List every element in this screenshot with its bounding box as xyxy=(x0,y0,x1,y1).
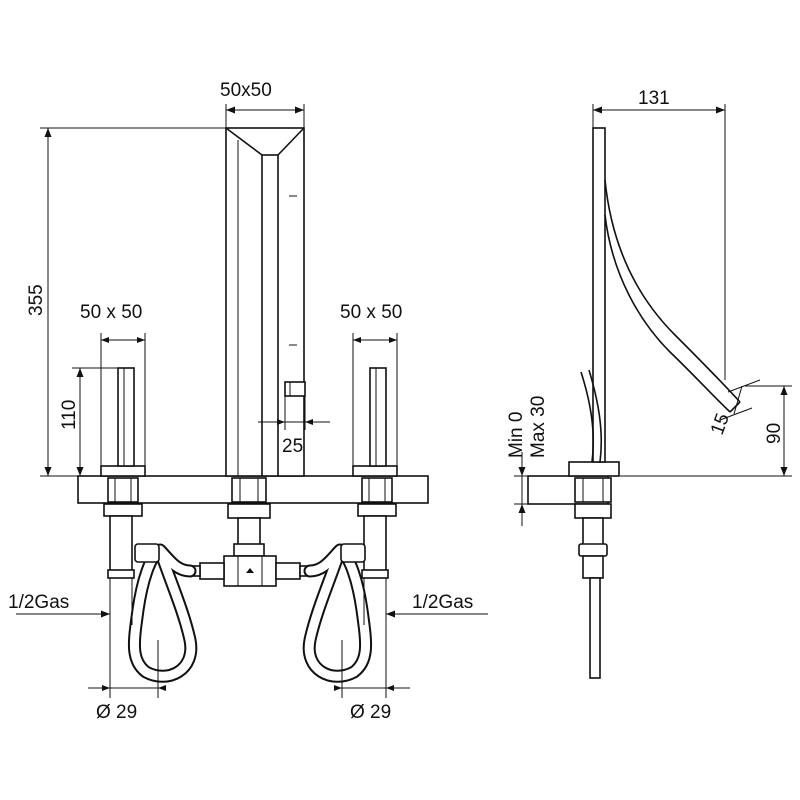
dim-right-connection: 1/2Gas xyxy=(363,578,488,698)
spout-outlet-label: 25 xyxy=(282,436,303,457)
dim-left-connection: 1/2Gas xyxy=(8,578,133,698)
right-handle-size-label: 50 x 50 xyxy=(340,302,402,323)
right-diameter-label: Ø 29 xyxy=(350,702,391,723)
left-handle-size-label: 50 x 50 xyxy=(80,302,142,323)
dim-right-diameter: Ø 29 xyxy=(334,640,410,723)
right-handle xyxy=(352,367,398,477)
front-view: 50x50 355 50 x 50 50 x 50 xyxy=(8,80,488,723)
dim-outlet-height: 90 xyxy=(620,385,792,477)
handle-height-label: 110 xyxy=(59,400,80,430)
side-view: 131 15 90 Min 0 Max 30 xyxy=(506,88,792,679)
side-lever xyxy=(580,369,603,463)
side-spout xyxy=(592,127,741,463)
dim-left-diameter: Ø 29 xyxy=(88,640,166,723)
dim-right-handle-size: 50 x 50 xyxy=(340,302,402,466)
centre-shank xyxy=(227,477,271,557)
dim-left-handle-size: 50 x 50 xyxy=(80,302,146,466)
central-spout xyxy=(225,127,306,477)
left-connection-label: 1/2Gas xyxy=(8,592,69,613)
left-hose xyxy=(127,543,198,683)
left-handle xyxy=(100,367,146,477)
side-outlet-label: 15 xyxy=(707,411,734,438)
dim-spout-outlet: 25 xyxy=(258,396,330,457)
deck-thickness-min-label: Min 0 xyxy=(506,412,527,458)
left-shank xyxy=(103,477,143,579)
outlet-height-label: 90 xyxy=(764,423,785,444)
dim-total-height: 355 xyxy=(26,127,226,477)
side-shank xyxy=(574,477,612,679)
dim-spout-reach: 131 xyxy=(592,88,726,380)
spout-reach-label: 131 xyxy=(638,88,670,109)
dim-handle-height: 110 xyxy=(59,367,118,476)
left-diameter-label: Ø 29 xyxy=(96,702,137,723)
total-height-label: 355 xyxy=(26,284,47,316)
right-hose xyxy=(302,543,373,683)
right-connection-label: 1/2Gas xyxy=(412,592,473,613)
deck-thickness-max-label: Max 30 xyxy=(528,396,549,458)
spout-width-label: 50x50 xyxy=(220,80,272,101)
side-handle-base xyxy=(568,461,620,477)
right-shank xyxy=(357,477,397,579)
dim-spout-width: 50x50 xyxy=(220,80,305,128)
mixer-body xyxy=(189,555,311,587)
dim-deck-thickness: Min 0 Max 30 xyxy=(506,396,549,526)
